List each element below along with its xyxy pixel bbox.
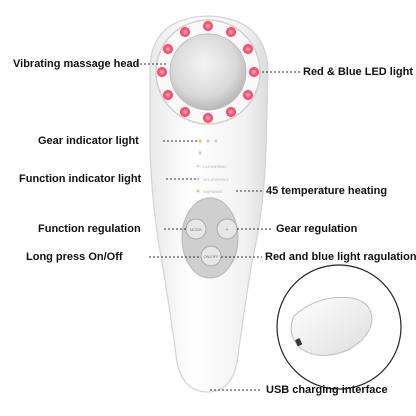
led-dot [249, 67, 259, 77]
led-dot [226, 27, 236, 37]
gear-indicator-dots [198, 139, 218, 155]
control-panel [181, 197, 239, 279]
label-usb: USB charging interface [266, 384, 388, 396]
usb-port [295, 338, 303, 347]
label-function-regulation: Function regulation [38, 223, 141, 235]
indicator-row-cleansing: CLEANSING [203, 164, 226, 169]
label-led-light: Red & Blue LED light [303, 66, 413, 78]
label-temperature: 45 temperature heating [266, 185, 388, 197]
led-dot [157, 67, 167, 77]
label-function-indicator: Function indicator light [19, 173, 142, 185]
power-button[interactable] [200, 245, 222, 267]
leader-lines [136, 63, 300, 391]
indicator-row-warming: WARMING [203, 189, 223, 194]
label-massage-head: Vibrating massage head [13, 58, 140, 70]
function-button-text: MODE [190, 227, 202, 232]
led-dot [163, 90, 173, 100]
led-dot [203, 21, 213, 31]
function-indicator-rows: CLEANSING NOURISHING WARMING [196, 164, 229, 194]
led-ring [157, 21, 259, 123]
label-rb-regulation: Red and blue light ragulation [265, 251, 416, 263]
label-gear-regulation: Gear regulation [276, 223, 358, 235]
indicator-row-nourishing: NOURISHING [203, 177, 229, 182]
led-dot [243, 90, 253, 100]
massage-head [169, 33, 247, 111]
device-tip-closeup [290, 296, 373, 356]
led-dot [180, 27, 190, 37]
gear-button-icon: + [226, 227, 229, 233]
label-power: Long press On/Off [26, 251, 123, 263]
led-dot [203, 113, 213, 123]
led-dot [243, 44, 253, 54]
led-dot [163, 44, 173, 54]
led-dot [180, 107, 190, 117]
led-dot [226, 107, 236, 117]
power-button-text: ON/OFF [203, 254, 219, 259]
label-gear-indicator: Gear indicator light [38, 135, 139, 147]
